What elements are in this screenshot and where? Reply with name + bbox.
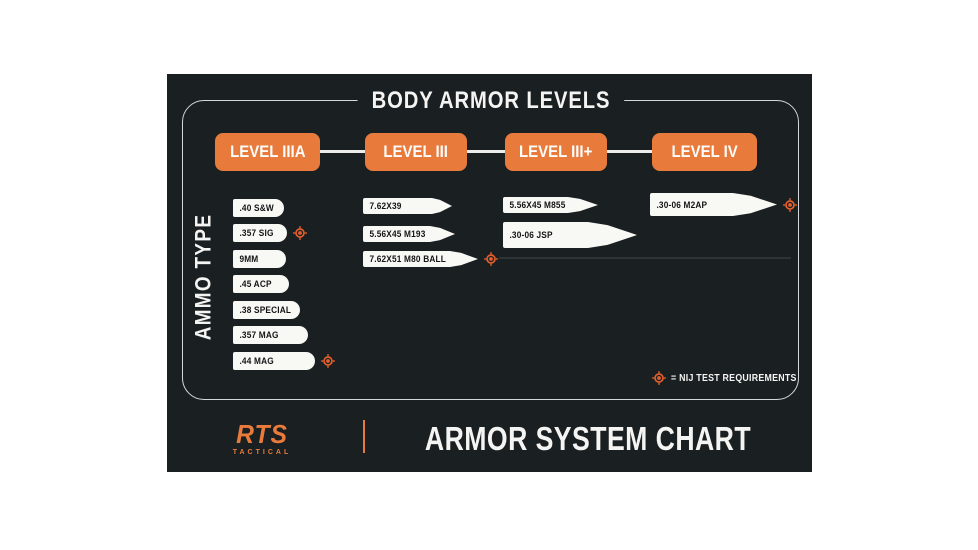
brand-name: RTS <box>236 419 288 449</box>
ammo-type-axis-label: AMMO TYPE <box>191 213 216 341</box>
ammo-label: 7.62X51 M80 BALL <box>369 254 447 264</box>
threshold-line <box>499 257 791 259</box>
level-badge-label: LEVEL III <box>383 142 449 161</box>
pistol-bullet-shape: .45 ACP <box>233 275 289 293</box>
ammo-label: .40 S&W <box>239 203 274 213</box>
level-badge-iv: LEVEL IV <box>652 133 757 171</box>
pistol-bullet-shape: .44 MAG <box>233 352 315 370</box>
ammo-label: 5.56X45 M193 <box>369 229 426 239</box>
ammo-round: .44 MAG <box>233 352 335 370</box>
pistol-bullet-shape: .357 MAG <box>233 326 308 344</box>
ammo-label: .38 SPECIAL <box>239 305 292 315</box>
ammo-label: .30-06 M2AP <box>656 199 708 210</box>
level-badge-label: LEVEL IIIA <box>229 142 306 161</box>
level-badge-label: LEVEL III+ <box>519 142 593 161</box>
footer-divider <box>363 420 365 453</box>
ammo-round: .30-06 M2AP <box>650 193 797 216</box>
level-connector-line <box>267 150 707 153</box>
level-badge-iiia: LEVEL IIIA <box>215 133 320 171</box>
ammo-label: .44 MAG <box>239 356 274 366</box>
nij-legend: = NIJ TEST REQUIREMENTS <box>646 371 814 385</box>
level-badge-iii-plus: LEVEL III+ <box>505 133 607 171</box>
ammo-label: .45 ACP <box>239 279 272 289</box>
rts-tactical-logo: RTS TACTICAL <box>222 421 302 456</box>
ammo-round: 7.62X51 M80 BALL <box>363 251 498 267</box>
rifle-bullet-body: .30-06 JSP <box>503 222 588 248</box>
ammo-round: 7.62X39 <box>363 198 452 214</box>
brand-subtitle: TACTICAL <box>232 449 292 456</box>
ammo-round: .38 SPECIAL <box>233 301 300 319</box>
nij-target-icon <box>293 226 307 240</box>
ammo-label: .30-06 JSP <box>509 230 553 240</box>
ammo-round: 9MM <box>233 250 286 268</box>
rifle-bullet-tip <box>450 251 478 267</box>
ammo-round: .357 MAG <box>233 326 308 344</box>
pistol-bullet-shape: .38 SPECIAL <box>233 301 300 319</box>
pistol-bullet-shape: 9MM <box>233 250 286 268</box>
pistol-bullet-shape: .357 SIG <box>233 224 287 242</box>
footer-title: ARMOR SYSTEM CHART <box>424 419 752 458</box>
rifle-bullet-body: 5.56X45 M193 <box>363 226 430 242</box>
rifle-bullet-body: 7.62X39 <box>363 198 432 214</box>
rifle-bullet-tip <box>432 198 452 214</box>
ammo-label: 9MM <box>239 254 259 264</box>
rifle-bullet-body: 5.56X45 M855 <box>503 197 568 213</box>
nij-target-icon <box>321 354 335 368</box>
rifle-bullet-tip <box>588 222 637 248</box>
rifle-bullet-body: 7.62X51 M80 BALL <box>363 251 450 267</box>
ammo-label: .357 SIG <box>239 228 274 238</box>
nij-target-icon <box>484 252 498 266</box>
ammo-round: .45 ACP <box>233 275 289 293</box>
nij-target-icon <box>783 197 797 212</box>
ammo-label: .357 MAG <box>239 330 279 340</box>
ammo-label: 7.62X39 <box>369 201 402 211</box>
ammo-round: .30-06 JSP <box>503 222 637 248</box>
ammo-round: .357 SIG <box>233 224 307 242</box>
level-badge-label: LEVEL IV <box>671 142 738 161</box>
rifle-bullet-body: .30-06 M2AP <box>650 193 733 216</box>
rifle-bullet-tip <box>568 197 598 213</box>
ammo-label: 5.56X45 M855 <box>509 200 566 210</box>
ammo-round: 5.56X45 M193 <box>363 226 455 242</box>
nij-legend-text: = NIJ TEST REQUIREMENTS <box>671 372 797 384</box>
pistol-bullet-shape: .40 S&W <box>233 199 284 217</box>
level-badge-iii: LEVEL III <box>365 133 467 171</box>
ammo-round: 5.56X45 M855 <box>503 197 598 213</box>
nij-target-icon <box>652 371 666 385</box>
ammo-round: .40 S&W <box>233 199 284 217</box>
rifle-bullet-tip <box>733 193 777 216</box>
chart-title: BODY ARMOR LEVELS <box>357 85 625 115</box>
rifle-bullet-tip <box>430 226 455 242</box>
infographic-panel: BODY ARMOR LEVELS LEVEL IIIA LEVEL III L… <box>167 74 812 472</box>
